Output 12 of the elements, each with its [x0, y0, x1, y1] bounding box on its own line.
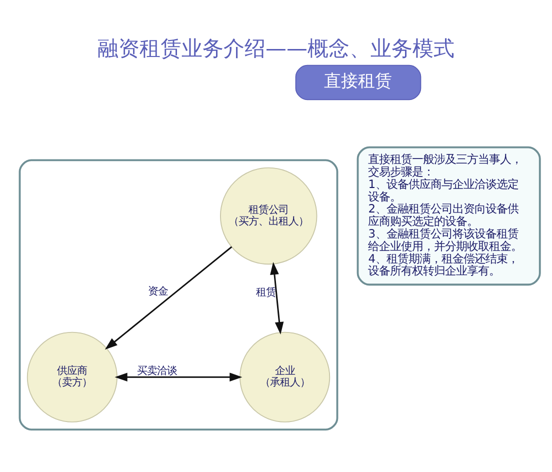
node-circle: 租赁公司 （买方、出租人）	[220, 167, 318, 265]
edge-label: 买卖洽谈	[136, 365, 177, 378]
arrow	[114, 372, 242, 382]
cluster	[18, 159, 338, 431]
edge-label: 租赁	[256, 286, 276, 298]
diagram-title: 融资租赁业务介绍——概念、业务模式	[98, 36, 454, 60]
node-box: 直接租赁一般涉及三方当事人，交易步骤是： 1、设备供应商与企业洽谈选定设备。 2、金融租赁公司出资向设备供应商购买选定的设备。 3、金融租赁公司将该设备租赁给企业使用，并分期收取租金。 4、租赁期满，租金偿还结束，设备所有权转归企业享有。	[356, 146, 541, 286]
node-circle: 企业 （承租人）	[240, 332, 330, 422]
arrow	[104, 246, 232, 350]
edge-label: 资金	[148, 285, 168, 298]
node-box: 直接租赁	[295, 64, 422, 100]
arrow	[270, 262, 284, 335]
